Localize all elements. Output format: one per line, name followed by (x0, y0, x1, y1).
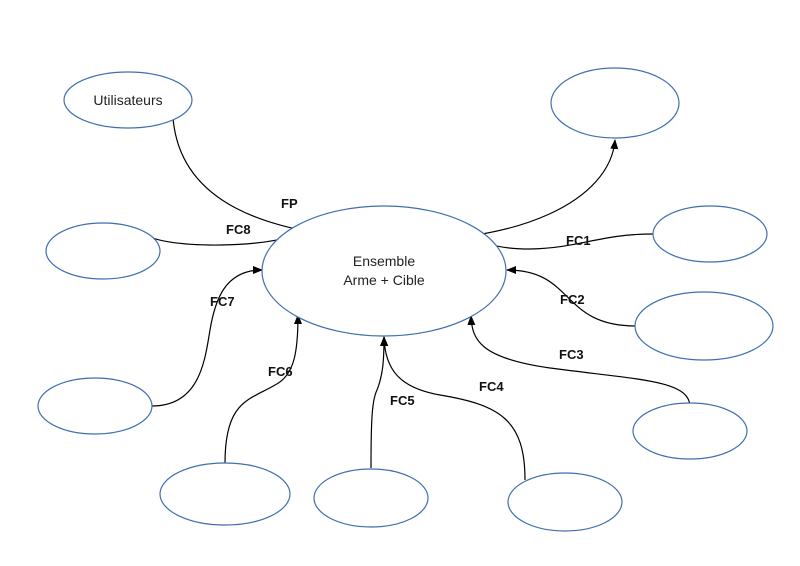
node-fc5[interactable] (313, 468, 429, 528)
edge-fc4 (380, 336, 526, 481)
node-fc4[interactable] (507, 472, 623, 532)
edge-label-fc1: FC1 (566, 233, 591, 248)
center-label-line1: Ensemble (353, 253, 415, 269)
node-fc3[interactable] (632, 402, 748, 460)
node-utilisateurs-label: Utilisateurs (93, 92, 162, 108)
edge-fc2 (506, 266, 637, 327)
edge-label-fp: FP (281, 196, 298, 211)
edge-label-fc8: FC8 (226, 222, 251, 237)
node-fc6[interactable] (159, 462, 291, 526)
edge-fc7 (151, 266, 263, 407)
edge-label-fc5: FC5 (390, 393, 415, 408)
edge-fc6 (224, 314, 302, 464)
node-fc1[interactable] (652, 205, 768, 263)
node-utilisateurs[interactable] (63, 71, 193, 129)
node-fc8[interactable] (45, 222, 161, 280)
node-top-right[interactable] (550, 67, 680, 139)
node-fc7[interactable] (37, 377, 153, 435)
edge-label-fc6: FC6 (268, 364, 293, 379)
edge-label-fc4: FC4 (479, 379, 504, 394)
edge-label-fc7: FC7 (210, 294, 235, 309)
edge-fc5 (370, 336, 388, 469)
edge-label-fc2: FC2 (560, 292, 585, 307)
edge-label-fc3: FC3 (559, 347, 584, 362)
edge-fc3 (467, 315, 691, 408)
node-fc2[interactable] (634, 291, 774, 361)
node-center[interactable] (261, 205, 507, 337)
center-label-line2: Arme + Cible (343, 272, 425, 288)
